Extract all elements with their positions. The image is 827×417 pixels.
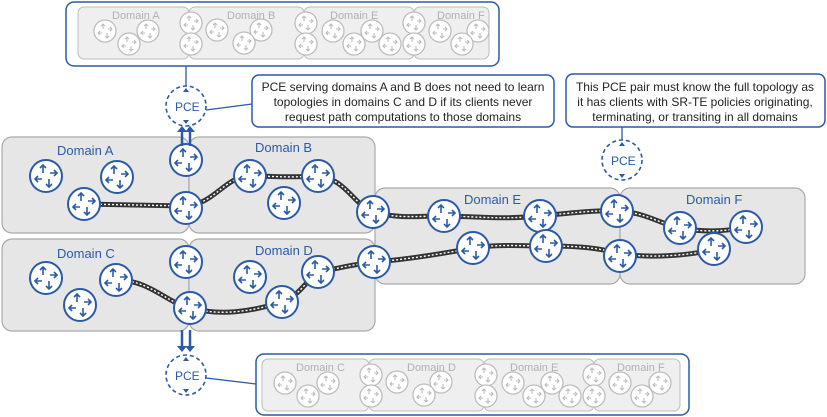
pce-pair-right: PCE <box>601 127 643 181</box>
router-c2 <box>99 263 133 297</box>
router-b2 <box>301 159 335 193</box>
pce-bottom: PCE <box>165 330 257 396</box>
callout-left-line1: PCE serving domains A and B does not nee… <box>262 80 545 94</box>
domain-b-label: Domain B <box>255 140 312 155</box>
router-f2 <box>729 210 763 244</box>
domain-d-label: Domain D <box>255 243 313 258</box>
callout-right: This PCE pair must know the full topolog… <box>565 73 826 128</box>
pce-top: PCE <box>165 66 207 146</box>
domain-f-label: Domain F <box>686 192 742 207</box>
pce-top-label: PCE <box>175 100 200 114</box>
router-be-top <box>356 195 390 229</box>
router-d1 <box>233 260 267 294</box>
top-view-label-a: Domain A <box>112 10 160 22</box>
top-view-label-e: Domain E <box>330 10 378 22</box>
top-topology-view: Domain A Domain B Domain E Domain F <box>65 1 500 67</box>
bottom-view-label-d: Domain D <box>407 362 456 374</box>
router-f3 <box>697 232 731 266</box>
callout-right-line1: This PCE pair must know the full topolog… <box>576 80 814 94</box>
bottom-view-label-f: Domain F <box>617 362 665 374</box>
router-d3 <box>265 285 299 319</box>
bottom-view-label-c: Domain C <box>296 362 345 374</box>
router-cd-top <box>169 245 203 279</box>
router-b1 <box>233 159 267 193</box>
domain-e: Domain E <box>374 187 621 285</box>
top-view-label-b: Domain B <box>227 10 275 22</box>
router-a2 <box>100 160 134 194</box>
router-d2 <box>301 255 335 289</box>
router-ab-top <box>169 143 203 177</box>
router-e2 <box>523 199 557 233</box>
bottom-view-label-e: Domain E <box>510 362 558 374</box>
top-view-label-f: Domain F <box>437 10 485 22</box>
router-cd-bottom <box>173 291 207 325</box>
router-e1 <box>427 199 461 233</box>
callout-left-line2: topologies in domains C and D if its cli… <box>274 95 533 109</box>
domain-a: Domain A <box>1 136 190 234</box>
callout-left-line3: request path computations to those domai… <box>285 110 521 124</box>
pce-right-label: PCE <box>611 154 636 168</box>
callout-left: PCE serving domains A and B does not nee… <box>251 74 555 128</box>
callout-left-pointer <box>205 103 253 111</box>
router-a3 <box>67 187 101 221</box>
domain-c-label: Domain C <box>57 246 115 261</box>
domain-b: Domain B <box>188 136 376 234</box>
router-ab-bottom <box>169 191 203 225</box>
router-de <box>357 245 391 279</box>
callout-right-line2: it has clients with SR-TE policies origi… <box>577 95 812 109</box>
router-e3 <box>456 231 490 265</box>
router-ef-top <box>600 194 634 228</box>
router-f1 <box>663 211 697 245</box>
callout-right-line3: terminating, or transiting in all domain… <box>592 110 797 124</box>
router-ef-bottom <box>603 239 637 273</box>
router-a1 <box>29 159 63 193</box>
router-c3 <box>63 288 97 322</box>
bottom-topology-view: Domain C Domain D Domain E Domain F <box>255 353 690 416</box>
pce-bottom-label: PCE <box>175 369 200 383</box>
router-c1 <box>29 261 63 295</box>
router-e4 <box>529 229 563 263</box>
domain-a-label: Domain A <box>57 143 114 158</box>
domain-e-label: Domain E <box>464 192 521 207</box>
domain-c: Domain C <box>1 238 190 332</box>
router-b3 <box>267 186 301 220</box>
